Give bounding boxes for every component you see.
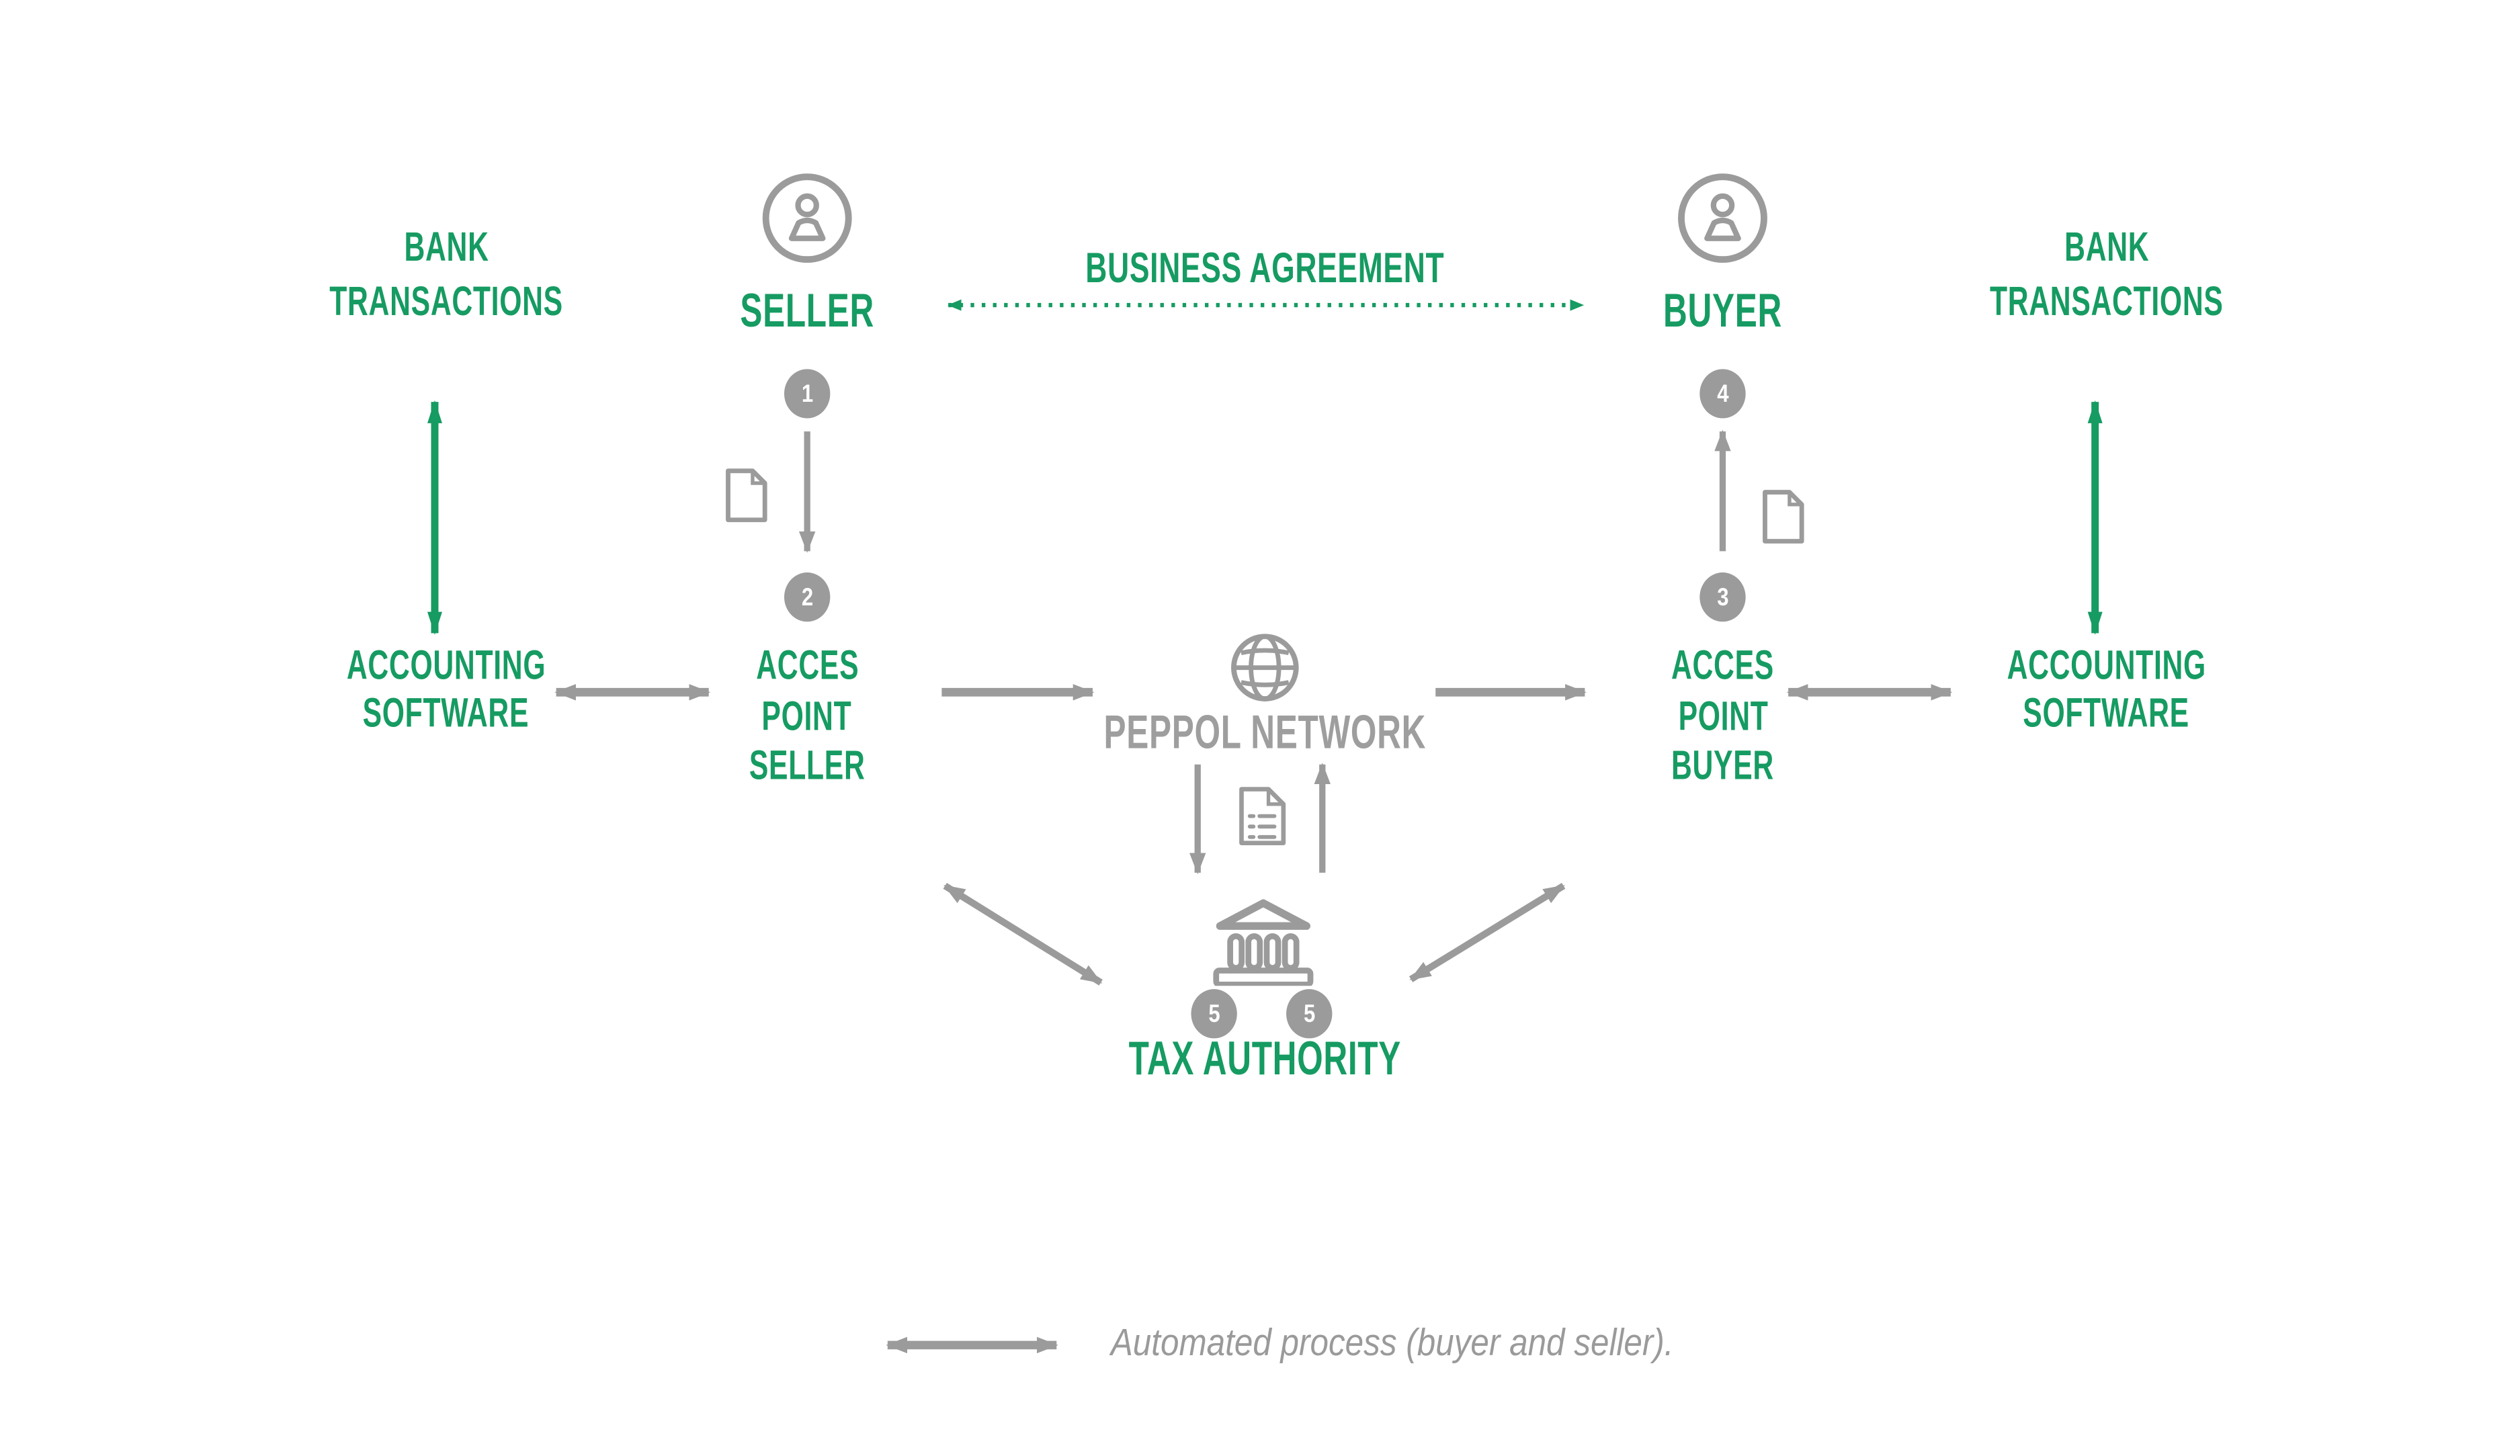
seller-document-icon — [726, 468, 767, 523]
bank-transactions-right-label: BANK TRANSACTIONS — [1989, 224, 2224, 325]
step-badge-5-left: 5 — [1191, 989, 1237, 1039]
step-badge-1: 1 — [784, 369, 831, 419]
accounting-software-left-label: ACCOUNTING SOFTWARE — [346, 643, 546, 736]
step-badge-2: 2 — [784, 572, 831, 622]
tax-authority-label: TAX AUTHORITY — [1128, 1033, 1401, 1086]
buyer-document-icon — [1763, 490, 1804, 544]
step-badge-4: 4 — [1699, 369, 1746, 419]
arrow-tax-buyer-diagonal — [1409, 882, 1566, 982]
bank-transactions-left-label: BANK TRANSACTIONS — [329, 224, 563, 325]
seller-person-icon — [762, 173, 852, 263]
access-point-seller-label: ACCES POINT SELLER — [749, 643, 866, 789]
accounting-software-right-label: ACCOUNTING SOFTWARE — [2007, 643, 2206, 736]
peppol-network-label: PEPPOL NETWORK — [1103, 707, 1427, 760]
bank-building-icon — [1213, 899, 1314, 986]
buyer-person-icon — [1678, 173, 1767, 263]
step-badge-5-right: 5 — [1286, 989, 1333, 1039]
access-point-buyer-label: ACCES POINT BUYER — [1671, 643, 1774, 789]
step-badge-3: 3 — [1699, 572, 1746, 622]
seller-label: SELLER — [740, 285, 874, 338]
legend-label: Automated process (buyer and seller). — [1110, 1320, 1674, 1364]
arrow-tax-seller-diagonal — [943, 883, 1103, 986]
buyer-label: BUYER — [1663, 285, 1782, 338]
business-agreement-label: BUSINESS AGREEMENT — [1085, 243, 1445, 292]
globe-icon — [1231, 634, 1299, 701]
invoice-document-icon — [1239, 787, 1286, 846]
